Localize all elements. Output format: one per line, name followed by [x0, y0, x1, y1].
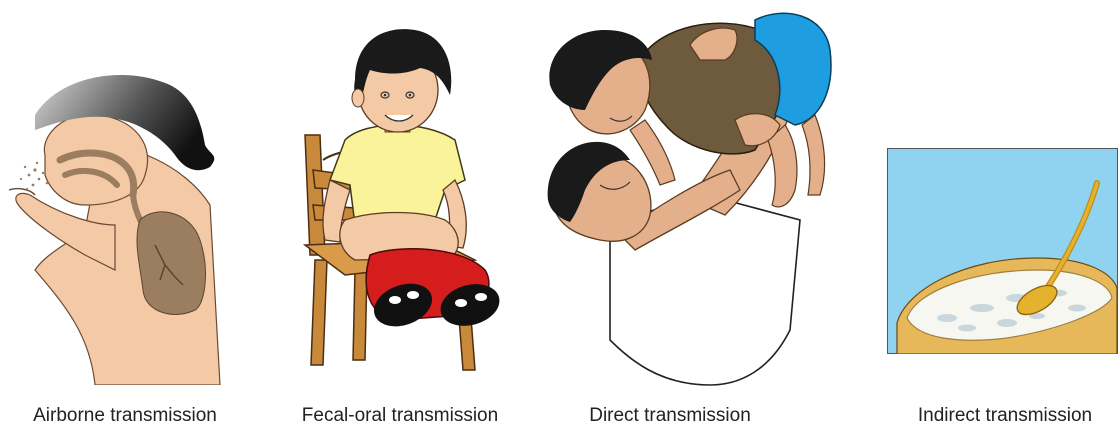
panel-indirect: Indirect transmission: [860, 0, 1119, 435]
parent-lifting-child-illustration: [540, 0, 840, 390]
coughing-person-illustration: [5, 55, 245, 385]
caption-airborne: Airborne transmission: [0, 405, 250, 427]
panel-fecal-oral: Fecal-oral transmission: [270, 0, 530, 435]
caption-indirect: Indirect transmission: [895, 405, 1115, 427]
panel-direct: Direct transmission: [540, 0, 840, 435]
caption-fecal-oral: Fecal-oral transmission: [270, 405, 530, 427]
panel-airborne: Airborne transmission: [0, 0, 260, 435]
caption-direct: Direct transmission: [560, 405, 780, 427]
bowl-with-spoon-illustration: [887, 148, 1118, 354]
child-on-chair-illustration: [285, 20, 515, 380]
